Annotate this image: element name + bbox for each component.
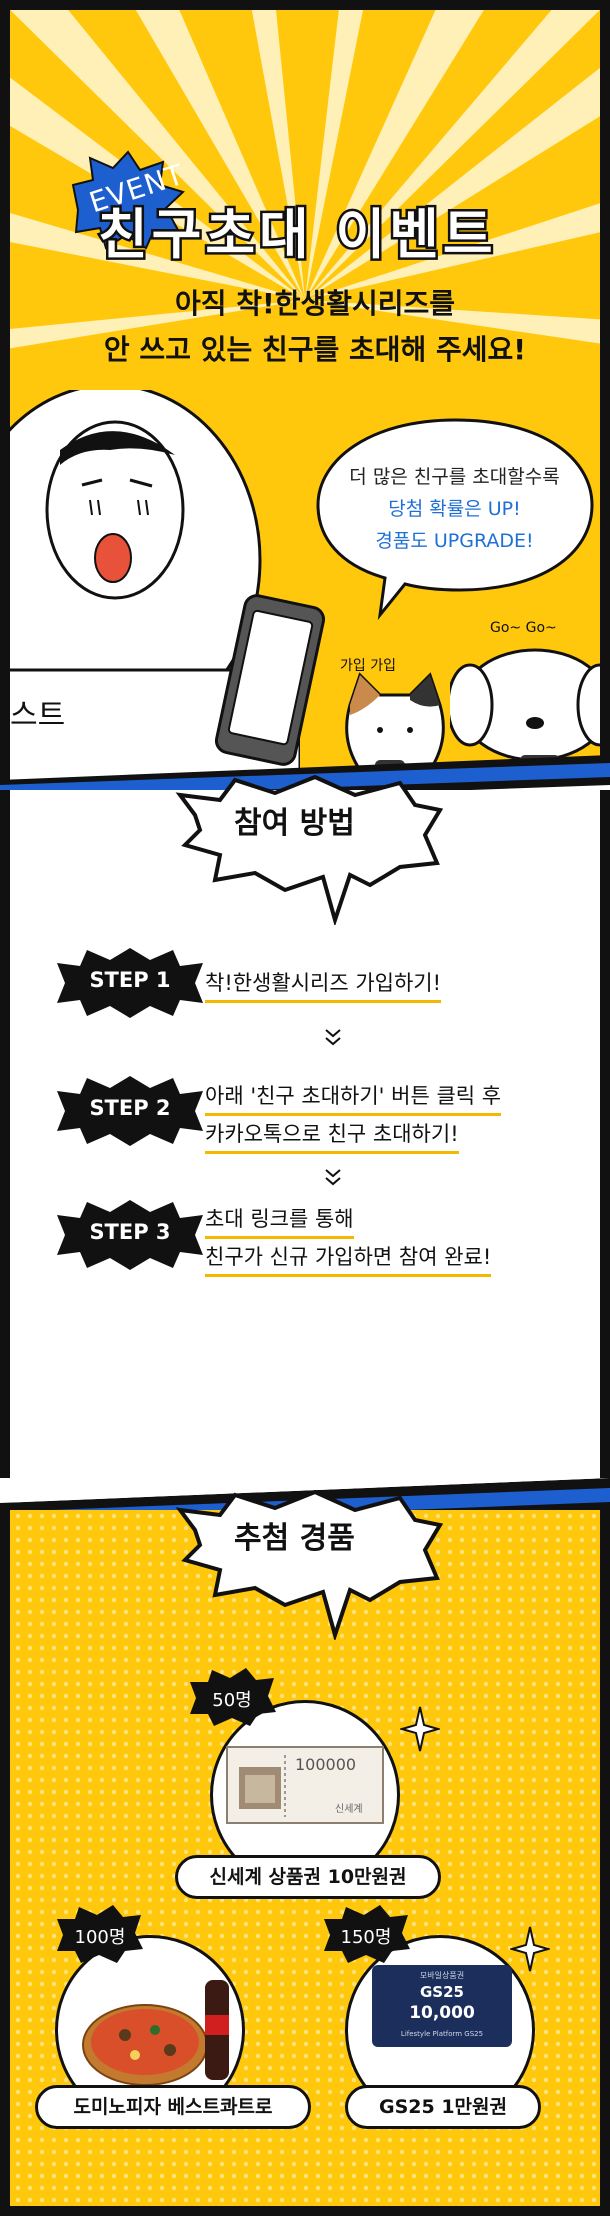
step1-badge [57, 948, 203, 1018]
prize3-count-badge [324, 1905, 410, 1963]
prize2-label: 도미노피자 베스트콰트로 [35, 2085, 311, 2129]
step1-line1: 착!한생활시리즈 가입하기! [205, 967, 442, 1003]
hero-burst-rays [10, 10, 600, 349]
hero-subtitle-line2: 안 쓰고 있는 친구를 초대해 주세요! [103, 333, 527, 366]
voucher-image [226, 1746, 384, 1824]
step2-badge-label: STEP 2 [89, 1096, 171, 1120]
prize3-label: GS25 1만원권 [345, 2085, 541, 2129]
gs25-card [372, 1965, 512, 2047]
voucher-amount: 100000 [295, 1755, 357, 1774]
hero-subtitle-line1: 아직 착!한생활시리즈를 [174, 287, 456, 320]
hero-title: 친구초대 이벤트 [96, 201, 497, 269]
chevron-down-icon [325, 1169, 341, 1186]
go-label: Go~ Go~ [490, 620, 557, 636]
step2-badge [57, 1076, 203, 1146]
speech-bubble [316, 418, 594, 620]
step2-line2: 카카오톡으로 친구 초대하기! [205, 1118, 459, 1154]
chevron-down-icon [325, 1029, 341, 1046]
prize2-count: 100명 [74, 1927, 126, 1948]
step3-badge [57, 1200, 203, 1270]
prize1-label: 신세계 상품권 10만원권 [175, 1855, 441, 1899]
hero-section: EVENT 친구초대 이벤트 아직 착!한생활시리즈를 안 쓰고 있는 친구를 … [0, 0, 610, 790]
step3-line2: 친구가 신규 가입하면 참여 완료! [205, 1241, 492, 1277]
sparkle-icon [400, 1706, 440, 1752]
step3-line1: 초대 링크를 통해 [205, 1203, 354, 1239]
prize1-count: 50명 [212, 1690, 252, 1711]
prize2-count-badge [57, 1905, 143, 1963]
prize-heading-badge [175, 1490, 444, 1640]
how-heading: 참여 방법 [234, 806, 355, 841]
how-section [0, 790, 610, 1510]
bubble-line3: 경품도 UPGRADE! [375, 530, 534, 552]
step3-badge-label: STEP 3 [89, 1220, 171, 1244]
event-starburst-badge [71, 150, 185, 250]
prize-heading: 추첨 경품 [234, 1521, 355, 1556]
step1-badge-label: STEP 1 [89, 968, 171, 992]
prize1-count-badge [190, 1668, 276, 1726]
step2-line1: 아래 '친구 초대하기' 버튼 클릭 후 [205, 1080, 502, 1116]
pizza-image [82, 1980, 229, 2086]
phone-illustration [214, 594, 326, 766]
gs25-card-brand: GS25 [420, 1983, 464, 2001]
gs25-card-footer: Lifestyle Platform GS25 [400, 2030, 484, 2038]
shirt-text: 스트 [10, 698, 66, 733]
prize3-count: 150명 [340, 1927, 392, 1948]
how-heading-badge [175, 775, 444, 925]
gs25-card-amount: 10,000 [409, 2003, 475, 2023]
bubble-line2: 당첨 확률은 UP! [388, 498, 521, 520]
sparkle-icon [510, 1926, 550, 1972]
gs25-card-title: 모바일상품권 [419, 1971, 465, 1980]
bubble-line1: 더 많은 친구를 초대할수록 [349, 466, 560, 488]
voucher-brand: 신세계 [335, 1804, 363, 1815]
join-label: 가입 가입 [340, 658, 396, 674]
